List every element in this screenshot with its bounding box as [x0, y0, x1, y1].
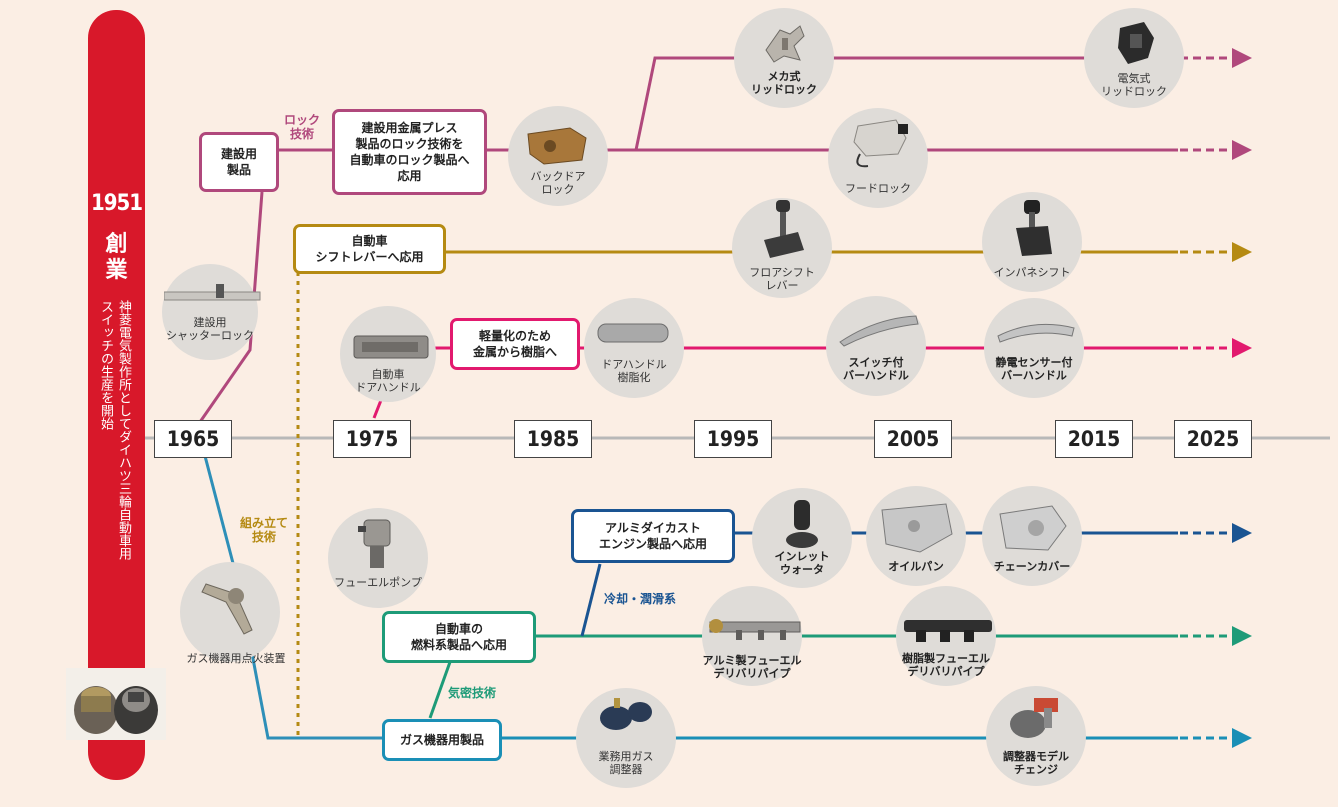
electric-lid-lock-image	[1118, 22, 1154, 64]
box-fuel-system-application: 自動車の燃料系製品へ応用	[382, 611, 536, 663]
photo-switch-bar-handle	[826, 296, 926, 396]
label-alu-fuel-pipe: アルミ製フューエルデリバリパイプ	[702, 654, 802, 680]
label-door-handle: 自動車ドアハンドル	[355, 368, 421, 394]
photo-resin-door-handle	[584, 298, 684, 398]
label-instrument-shift: インパネシフト	[993, 266, 1071, 279]
label-resin-fuel-pipe: 樹脂製フューエルデリバリパイプ	[902, 652, 990, 678]
label-shutter-lock: 建設用シャッターロック	[166, 316, 254, 342]
label-hood-lock: フードロック	[845, 182, 911, 195]
photo-shutter-lock	[162, 264, 258, 360]
year-2025: 2025	[1174, 420, 1252, 458]
oil-pan-image	[881, 503, 953, 553]
resin-door-handle-image	[597, 323, 669, 343]
label-regulator-change: 調整器モデルチェンジ	[1003, 750, 1069, 776]
alu-fuel-pipe-image	[709, 619, 801, 640]
label-sensor-bar-handle: 静電センサー付バーハンドル	[995, 356, 1073, 382]
chain-cover-image	[999, 505, 1067, 551]
label-airtight-technology: 気密技術	[448, 686, 497, 700]
hood-lock-image	[853, 119, 908, 168]
label-gas-regulator: 業務用ガス調整器	[598, 750, 654, 776]
box-gas-equipment-products: ガス機器用製品	[382, 719, 502, 761]
mechanical-lid-lock-image	[765, 25, 805, 63]
regulator-change-image	[1010, 698, 1058, 738]
resin-fuel-pipe-image	[904, 620, 992, 642]
floor-shift-image	[764, 200, 804, 258]
fuel-pump-image	[358, 519, 391, 568]
label-floor-shift: フロアシフトレバー	[749, 266, 815, 292]
label-resin-door-handle: ドアハンドル樹脂化	[601, 358, 667, 384]
shutter-lock-image	[164, 284, 261, 301]
sensor-bar-handle-image	[997, 323, 1075, 343]
gas-regulator-image	[600, 698, 652, 730]
label-cooling-lubrication: 冷却・潤滑系	[604, 592, 677, 606]
photo-ignition	[180, 562, 280, 662]
year-1965: 1965	[154, 420, 232, 458]
photo-mechanical-lid-lock	[734, 8, 834, 108]
instrument-shift-image	[1016, 200, 1052, 256]
door-handle-image	[353, 335, 429, 359]
year-2005: 2005	[874, 420, 952, 458]
label-electric-lid-lock: 電気式リッドロック	[1101, 72, 1167, 98]
photo-gas-regulator	[576, 688, 676, 788]
label-ignition: ガス機器用点火装置	[186, 652, 286, 665]
ignition-image	[201, 583, 253, 635]
label-fuel-pump: フューエルポンプ	[334, 576, 422, 589]
year-1995: 1995	[694, 420, 772, 458]
founding-description: 神菱電気製作所としてダイハツ三輪自動車用 スイッチの生産を開始	[98, 300, 131, 560]
label-lock-technology: ロック技術	[284, 113, 321, 141]
label-oil-pan: オイルパン	[888, 560, 944, 573]
label-switch-bar-handle: スイッチ付バーハンドル	[843, 356, 909, 382]
year-1975: 1975	[333, 420, 411, 458]
founding-year: 1951	[90, 191, 143, 216]
box-construction-products: 建設用製品	[199, 132, 279, 192]
label-assembly-technology: 組み立て技術	[240, 516, 289, 544]
back-door-lock-image	[527, 127, 587, 165]
box-aluminum-die-cast: アルミダイカストエンジン製品へ応用	[571, 509, 735, 563]
year-2015: 2015	[1055, 420, 1133, 458]
label-back-door-lock: バックドアロック	[530, 170, 586, 196]
box-lock-application: 建設用金属プレス製品のロック技術を自動車のロック製品へ応用	[332, 109, 487, 195]
label-inlet-water: インレットウォータ	[774, 550, 830, 576]
box-shift-lever-application: 自動車シフトレバーへ応用	[293, 224, 446, 274]
inlet-water-image	[786, 500, 818, 548]
box-resin-conversion: 軽量化のため金属から樹脂へ	[450, 318, 580, 370]
switch-product-photo	[66, 668, 166, 740]
founding-title: 創 業	[105, 232, 128, 283]
founding-banner: 1951 創 業 神菱電気製作所としてダイハツ三輪自動車用 スイッチの生産を開始	[88, 10, 145, 780]
switch-bar-handle-image	[839, 315, 919, 347]
photo-sensor-bar-handle	[984, 298, 1084, 398]
year-1985: 1985	[514, 420, 592, 458]
label-chain-cover: チェーンカバー	[993, 560, 1071, 573]
label-mechanical-lid-lock: メカ式リッドロック	[751, 70, 817, 96]
